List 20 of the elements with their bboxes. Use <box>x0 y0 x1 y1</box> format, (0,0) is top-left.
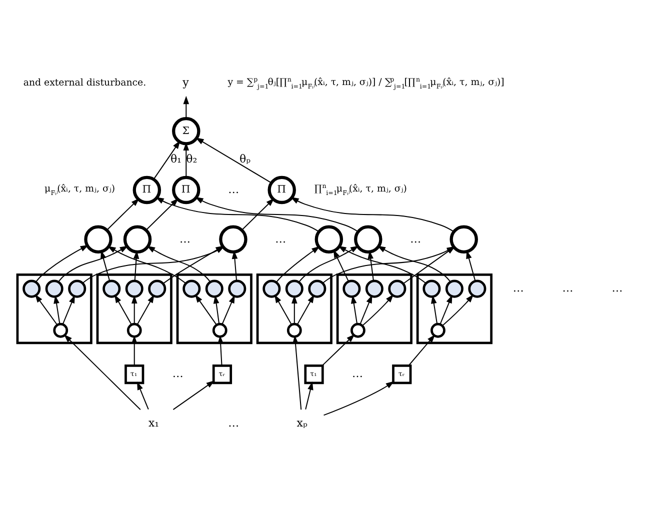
edge-label: θ₂ <box>186 152 198 166</box>
node-text: xₚ <box>296 416 308 430</box>
edge-label: θₚ <box>239 152 250 166</box>
label: … <box>562 281 574 294</box>
label: … <box>179 232 190 245</box>
label: y = ∑$^{p}$$_{j=1}$θⱼ[∏$^{n}$$_{i=1}$μ$_{Fᵢʲ}$(x̂ᵢ, τ, mⱼ, σⱼ)] / ∑$^{p}$$_{j=1}$[∏$^{n}$$_{i=1}$μ$_{Fᵢʲ}$(x̂ᵢ, τ, mⱼ, σⱼ)] <box>228 76 504 90</box>
label: … <box>228 182 240 196</box>
label: … <box>352 366 364 380</box>
label: … <box>275 232 286 245</box>
edge-label: θ₁ <box>170 152 182 166</box>
node-text: y <box>182 76 189 89</box>
label: … <box>410 232 422 245</box>
node-label: ∏$^{n}$$_{i=1}$μ$_{Fᵢʲ}$(x̂ᵢ, τ, mⱼ, σⱼ) <box>314 182 407 197</box>
node-label: μ$_{Fᵢʲ}$(x̂ᵢ, τ, mⱼ, σⱼ) <box>44 183 116 197</box>
label: … <box>172 366 184 380</box>
label: … <box>512 281 524 294</box>
label: … <box>228 416 240 430</box>
label: … <box>612 281 623 294</box>
node-text: x₁ <box>148 416 160 430</box>
label: and external disturbance. <box>23 77 146 88</box>
